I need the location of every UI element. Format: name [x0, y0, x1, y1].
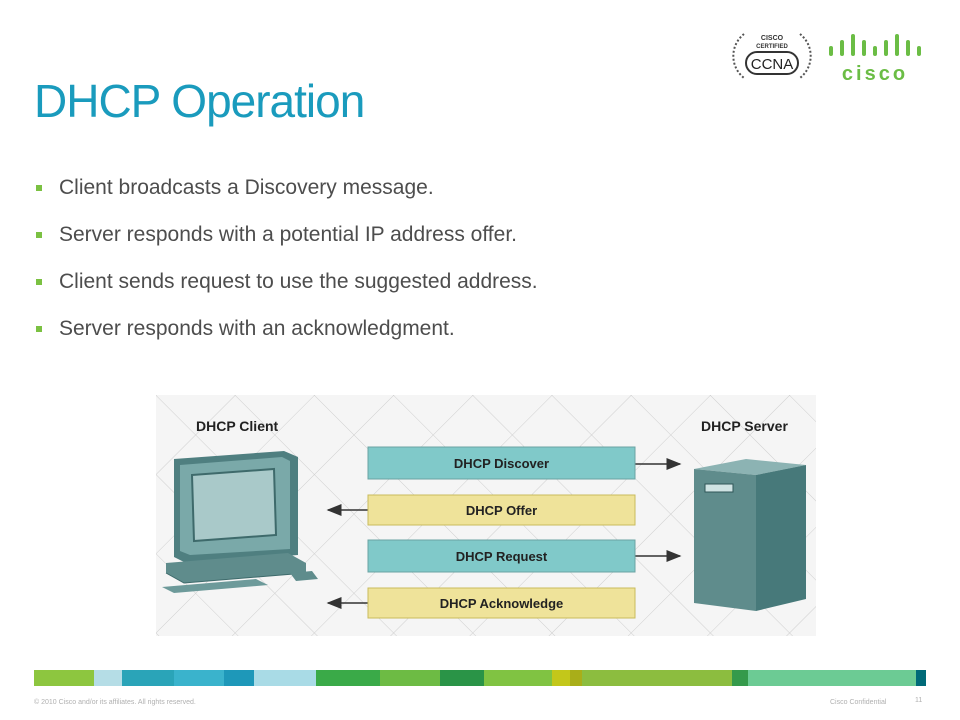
dhcp-request-message: DHCP Request — [367, 539, 682, 573]
dhcp-acknowledge-message: DHCP Acknowledge — [326, 587, 636, 619]
cisco-wordmark: cisco — [842, 63, 908, 84]
bullet-text: Client sends request to use the suggeste… — [59, 270, 538, 293]
bullet-list: Client broadcasts a Discovery message. S… — [34, 176, 538, 364]
bullet-text: Client broadcasts a Discovery message. — [59, 176, 434, 199]
server-tower-icon — [694, 459, 806, 611]
client-computer-icon — [162, 451, 318, 593]
bullet-text: Server responds with a potential IP addr… — [59, 223, 517, 246]
dhcp-discover-label: DHCP Discover — [454, 456, 549, 471]
dhcp-offer-label: DHCP Offer — [466, 503, 537, 518]
dhcp-offer-message: DHCP Offer — [326, 494, 636, 526]
ccna-cisco-text: CISCO — [761, 35, 784, 42]
cisco-logo: cisco — [829, 34, 921, 84]
ccna-text: CCNA — [751, 56, 794, 73]
dhcp-server-label: DHCP Server — [701, 418, 788, 434]
accent-color-bar — [34, 670, 926, 686]
dhcp-diagram: DHCP Client DHCP Server DHCP Discover DH… — [156, 395, 816, 636]
bullet-square-icon — [36, 232, 42, 238]
ccna-certified-text: CERTIFIED — [756, 44, 788, 50]
page-number: 11 — [915, 697, 923, 704]
bullet-square-icon — [36, 326, 42, 332]
dhcp-acknowledge-label: DHCP Acknowledge — [440, 596, 564, 611]
dhcp-request-label: DHCP Request — [456, 549, 548, 564]
dhcp-discover-message: DHCP Discover — [367, 446, 682, 480]
dhcp-client-label: DHCP Client — [196, 418, 279, 434]
bullet-square-icon — [36, 279, 42, 285]
bullet-square-icon — [36, 185, 42, 191]
bullet-item: Client broadcasts a Discovery message. — [34, 176, 538, 223]
copyright-text: © 2010 Cisco and/or its affiliates. All … — [34, 699, 196, 706]
confidential-text: Cisco Confidential — [830, 699, 887, 706]
bullet-item: Server responds with an acknowledgment. — [34, 317, 538, 364]
bullet-item: Client sends request to use the suggeste… — [34, 270, 538, 317]
slide-title: DHCP Operation — [34, 75, 365, 127]
ccna-certified-logo: CISCO CERTIFIED CCNA — [732, 33, 812, 79]
bullet-text: Server responds with an acknowledgment. — [59, 317, 455, 340]
bullet-item: Server responds with a potential IP addr… — [34, 223, 538, 270]
